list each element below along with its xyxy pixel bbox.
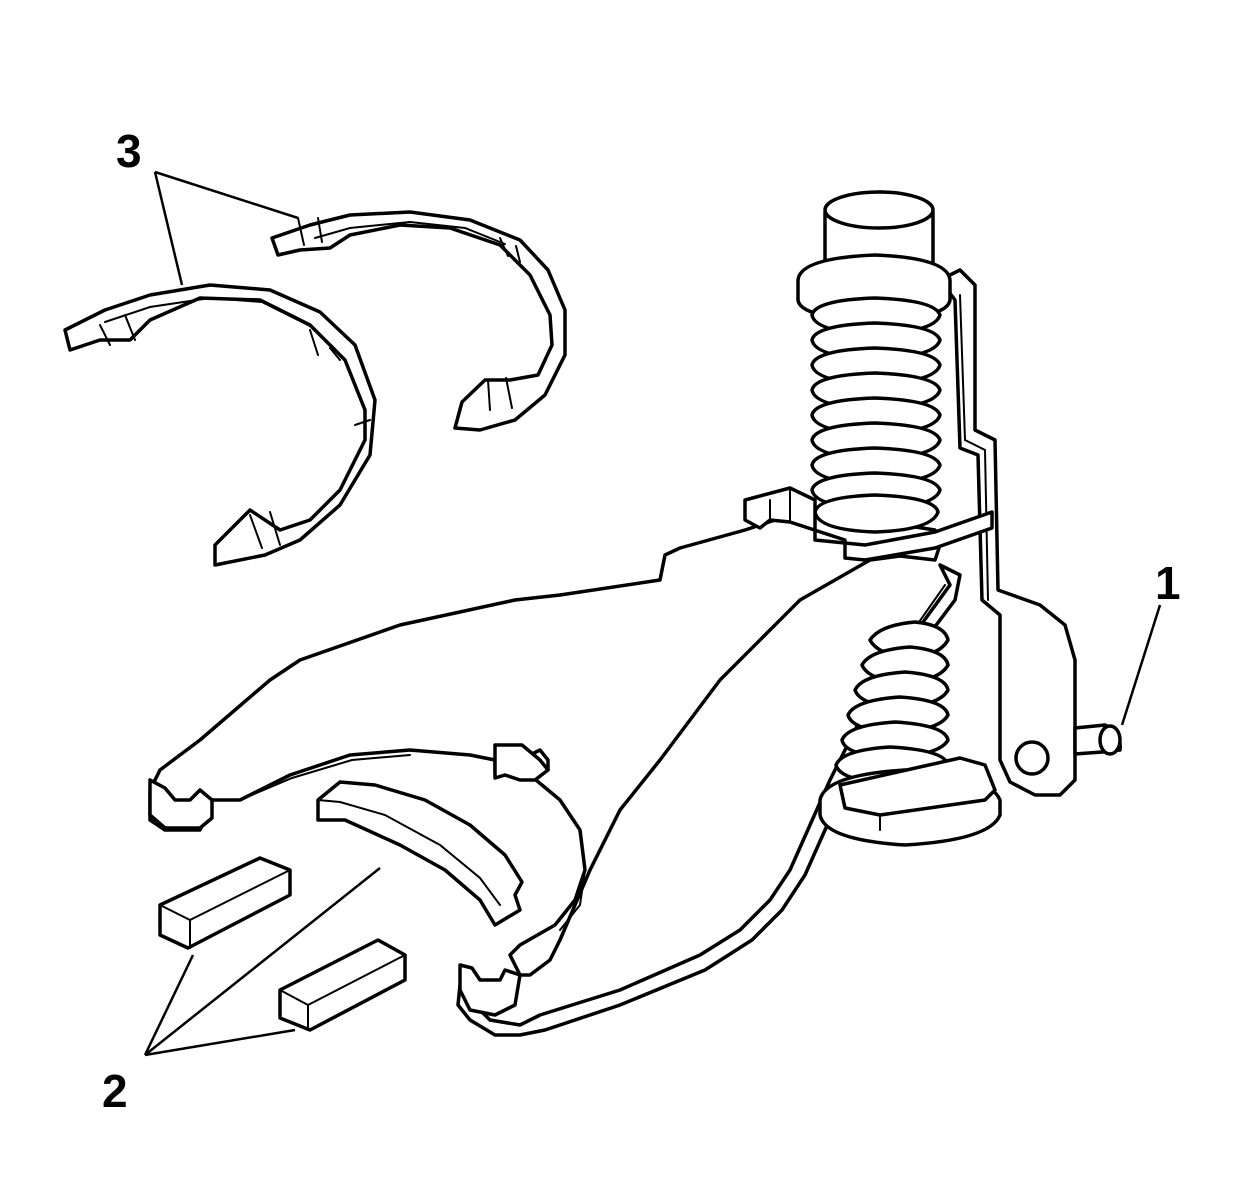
fork-pad-upper [158, 856, 292, 950]
upper-spring [810, 296, 942, 534]
shift-rail-assembly [743, 190, 1122, 847]
callout-2: 2 [102, 1065, 128, 1117]
fork-pad-curved [316, 780, 524, 927]
lower-spring [834, 620, 950, 785]
fork-pad-lower [278, 938, 407, 1032]
callout-3: 3 [116, 125, 142, 177]
snap-ring-right [270, 210, 567, 432]
callout-1: 1 [1155, 557, 1181, 609]
leader-lines [143, 170, 1162, 1057]
snap-ring-left [63, 283, 377, 567]
shift-fork-body [148, 513, 962, 1037]
